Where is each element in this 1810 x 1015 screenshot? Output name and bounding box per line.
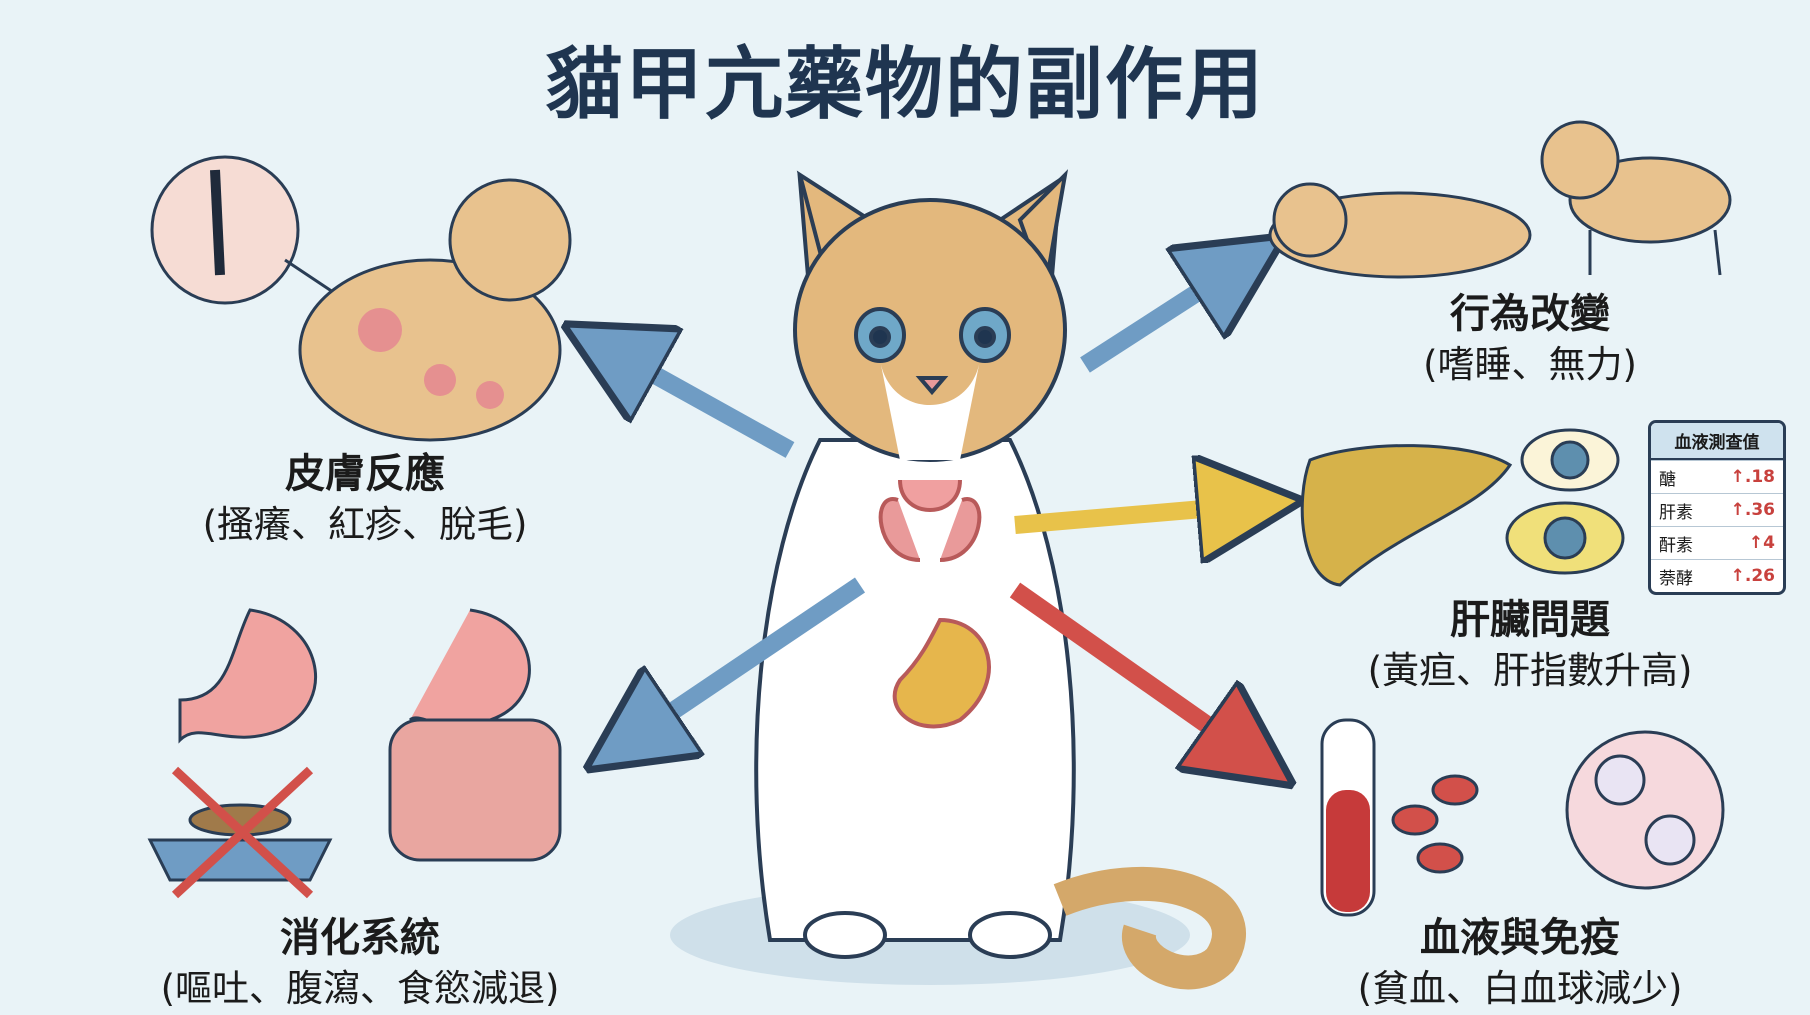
arrow-to-behavior [1080, 265, 1240, 373]
arrow-to-blood [1009, 582, 1250, 755]
blood-detail: (貧血、白血球減少) [1357, 967, 1683, 1010]
liver-title: 肝臟問題 [1450, 597, 1610, 643]
arrow-to-liver [1014, 505, 1250, 525]
section-digestive: 消化系統 (嘔吐、腹瀉、食慾減退) [80, 912, 640, 1014]
section-blood: 血液與免疫 (貧血、白血球減少) [1240, 912, 1800, 1014]
table-row: 萘酵 ↑.26 [1651, 559, 1783, 592]
skin-detail: (搔癢、紅疹、脫毛) [202, 503, 528, 546]
behavior-title: 行為改變 [1450, 291, 1610, 337]
page-title: 貓甲亢藥物的副作用 [544, 40, 1265, 130]
row-value: ↑.18 [1730, 467, 1775, 487]
central-cat [754, 169, 1246, 990]
digestive-illustration [147, 608, 562, 899]
row-name: 醣 [1659, 469, 1676, 490]
row-name: 酐素 [1659, 535, 1693, 556]
arrow-to-skin [610, 350, 795, 458]
liver-detail: (黃疸、肝指數升高) [1367, 649, 1693, 692]
blood-illustration [1320, 718, 1725, 917]
blood-table-header: 血液測查值 [1651, 423, 1783, 460]
section-liver: 肝臟問題 (黃疸、肝指數升高) [1250, 594, 1810, 696]
table-row: 醣 ↑.18 [1651, 460, 1783, 493]
row-name: 肝素 [1659, 502, 1693, 523]
digestive-title: 消化系統 [280, 915, 440, 961]
blood-test-table: 血液測查值 醣 ↑.18 肝素 ↑.36 酐素 ↑4 萘酵 ↑.26 [1648, 420, 1786, 595]
table-row: 酐素 ↑4 [1651, 526, 1783, 559]
arrow-to-digestive [630, 577, 866, 740]
skin-illustration [150, 155, 572, 442]
table-row: 肝素 ↑.36 [1651, 493, 1783, 526]
row-name: 萘酵 [1659, 568, 1693, 589]
section-skin: 皮膚反應 (搔癢、紅疹、脫毛) [85, 448, 645, 550]
digestive-detail: (嘔吐、腹瀉、食慾減退) [160, 967, 560, 1010]
skin-title: 皮膚反應 [285, 451, 445, 497]
behavior-detail: (嗜睡、無力) [1423, 343, 1637, 386]
row-value: ↑4 [1748, 533, 1775, 553]
row-value: ↑.36 [1730, 500, 1775, 520]
behavior-illustration [1268, 120, 1732, 279]
row-value: ↑.26 [1730, 566, 1775, 586]
liver-illustration [1300, 428, 1625, 587]
section-behavior: 行為改變 (嗜睡、無力) [1250, 288, 1810, 390]
blood-title: 血液與免疫 [1420, 915, 1620, 961]
